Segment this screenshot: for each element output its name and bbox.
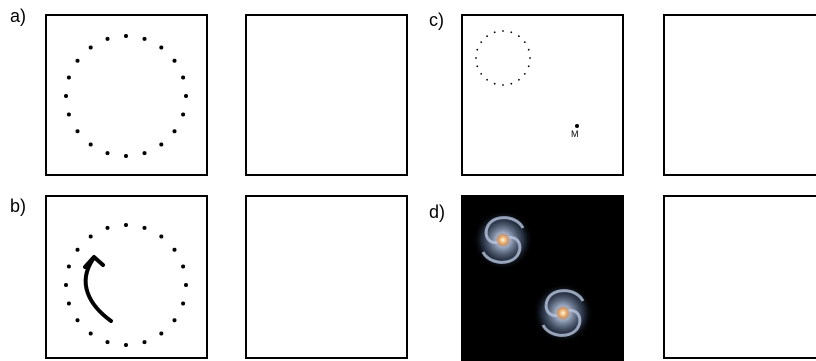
- ring-dot: [75, 58, 80, 63]
- ring-dot: [105, 151, 110, 156]
- ring-dot: [476, 48, 479, 51]
- ring-dot: [510, 82, 513, 85]
- ring-dot: [181, 301, 186, 306]
- ring-dot: [142, 36, 147, 41]
- ring-dot: [88, 45, 93, 50]
- ring-dot: [523, 73, 526, 75]
- ring-dot: [66, 264, 71, 269]
- panel-d-right: [663, 195, 816, 359]
- ring-dot: [159, 234, 164, 239]
- dot-ring-a: [64, 34, 188, 158]
- panel-c-left: M: [461, 14, 624, 176]
- ring-dot: [475, 57, 477, 59]
- ring-dot: [124, 343, 128, 347]
- ring-dot: [181, 75, 186, 80]
- label-c: c): [429, 10, 444, 30]
- ring-dot: [66, 301, 71, 306]
- arrowhead: [83, 255, 105, 269]
- ring-dot: [105, 225, 110, 230]
- ring-dot: [527, 48, 530, 51]
- ring-dot: [88, 142, 93, 147]
- ring-dot: [75, 318, 80, 323]
- ring-dot: [172, 129, 177, 134]
- ring-dot: [486, 35, 488, 38]
- ring-dot: [502, 30, 504, 32]
- spiral-galaxy-icon: [533, 283, 593, 343]
- ring-dot: [172, 318, 177, 323]
- ring-dot: [523, 41, 526, 43]
- ring-dot: [493, 82, 496, 85]
- ring-dot: [510, 31, 513, 34]
- panel-d-left: [461, 195, 624, 361]
- ring-dot: [66, 112, 71, 117]
- panel-c-right: [663, 14, 816, 176]
- ring-dot: [75, 129, 80, 134]
- ring-dot: [66, 75, 71, 80]
- ring-dot: [518, 78, 520, 81]
- ring-dot: [159, 142, 164, 147]
- ring-dot: [124, 154, 128, 158]
- mass-point: [575, 124, 579, 128]
- ring-dot: [88, 234, 93, 239]
- ring-dot: [476, 65, 479, 68]
- label-b: b): [10, 196, 27, 216]
- curved-arrow-icon: [83, 257, 113, 323]
- ring-dot: [480, 41, 483, 43]
- ring-dot: [172, 58, 177, 63]
- dot-ring-b: [64, 223, 188, 347]
- ring-dot: [142, 151, 147, 156]
- mass-label: M: [571, 129, 579, 139]
- ring-dot: [105, 340, 110, 345]
- ring-dot: [527, 65, 530, 68]
- ring-dot: [142, 225, 147, 230]
- ring-dot: [159, 331, 164, 336]
- panel-b-left: [45, 195, 208, 359]
- ring-dot: [529, 57, 531, 59]
- ring-dot: [142, 340, 147, 345]
- ring-dot: [184, 94, 188, 98]
- panel-a-left: [45, 14, 208, 176]
- ring-dot: [88, 331, 93, 336]
- ring-dot: [518, 35, 520, 38]
- ring-dot: [64, 94, 68, 98]
- panel-b-right: [245, 195, 408, 359]
- ring-dot: [124, 34, 128, 38]
- label-d: d): [429, 202, 446, 222]
- ring-dot: [64, 283, 68, 287]
- ring-dot: [105, 36, 110, 41]
- ring-dot: [184, 283, 188, 287]
- ring-dot: [480, 73, 483, 75]
- dot-ring-c: [475, 30, 531, 86]
- ring-dot: [486, 78, 488, 81]
- ring-dot: [75, 247, 80, 252]
- ring-dot: [181, 112, 186, 117]
- ring-dot: [493, 31, 496, 34]
- ring-dot: [181, 264, 186, 269]
- ring-dot: [172, 247, 177, 252]
- spiral-galaxy-icon: [473, 210, 533, 270]
- label-a: a): [10, 6, 27, 26]
- ring-dot: [124, 223, 128, 227]
- panel-a-right: [245, 14, 408, 176]
- ring-dot: [159, 45, 164, 50]
- ring-dot: [502, 84, 504, 86]
